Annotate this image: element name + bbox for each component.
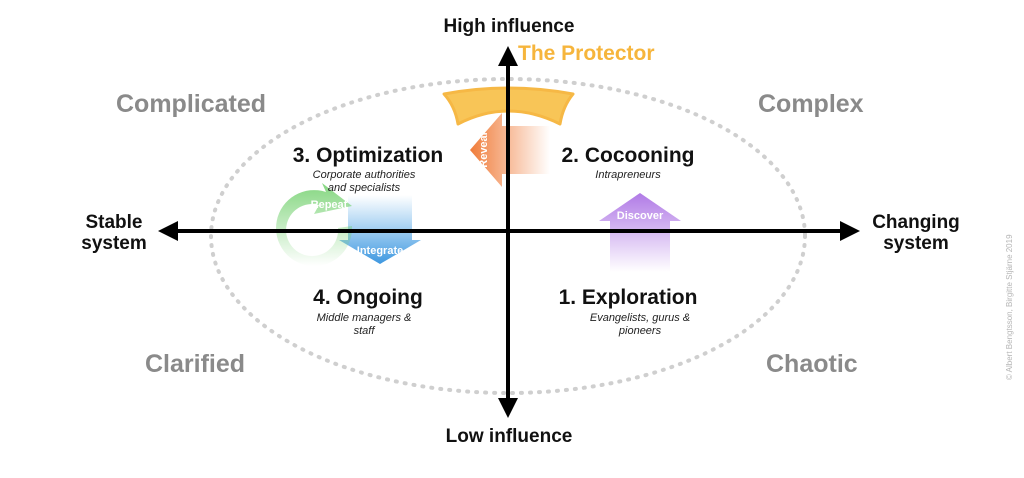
phase-subtitle-exploration: Evangelists, gurus & pioneers [589,312,691,337]
axis-arrow-top [498,46,518,66]
axis-arrow-bottom [498,398,518,418]
axis-arrow-right [840,221,860,241]
reveal-arrow-label: Reveal [478,132,490,168]
quadrant-label-complicated: Complicated [116,90,267,118]
axis-label-left: Stable system [81,212,147,254]
phase-title-cocooning: 2. Cocooning [561,144,695,167]
protector-label: The Protector [518,42,655,65]
phase-subtitle-optimization: Corporate authorities and specialists [312,169,416,194]
phase-title-exploration: 1. Exploration [558,286,698,309]
phase-title-optimization: 3. Optimization [292,144,444,167]
axis-label-bottom: Low influence [445,426,573,447]
dotted-ellipse [209,77,807,395]
phase-subtitle-ongoing: Middle managers & staff [316,312,412,337]
axis-label-right: Changing system [872,212,960,254]
axis-arrow-left [158,221,178,241]
phase-title-ongoing: 4. Ongoing [313,286,423,309]
copyright-text: © Albert Bengtsson, Birgitte Stjärne 201… [1005,234,1014,380]
quadrant-label-clarified: Clarified [145,350,246,378]
discover-arrow-label: Discover [616,210,664,222]
repeat-arrow [276,183,353,267]
integrate-arrow-label: Integrate [356,245,404,257]
phase-subtitle-cocooning: Intrapreneurs [595,169,661,181]
quadrant-label-complex: Complex [758,90,864,118]
repeat-arrow-label: Repeat [310,199,348,211]
axis-label-top: High influence [443,16,575,37]
quadrant-label-chaotic: Chaotic [766,350,858,378]
